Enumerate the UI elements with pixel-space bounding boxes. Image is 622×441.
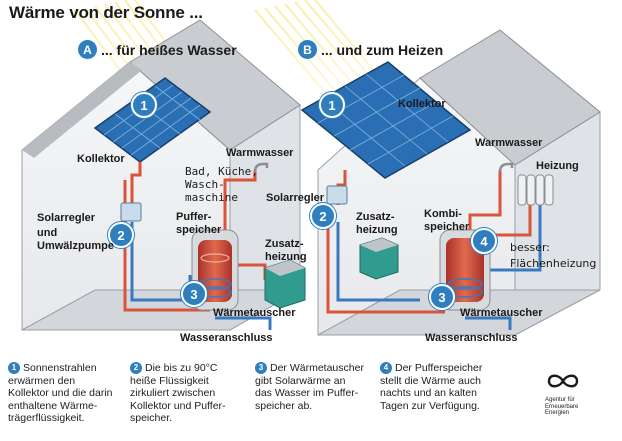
label-kombi1-b: Kombi- [424, 208, 462, 220]
logo-text-line: Erneuerbare [545, 403, 579, 410]
note-2-line: zirkuliert zwischen [130, 387, 216, 399]
note-4-badge: 4 [380, 362, 392, 375]
label-flaechenheizung-b: Flächenheizung [510, 257, 597, 270]
section-b-badge: B [298, 40, 317, 59]
page-title: Wärme von der Sonne ... [9, 3, 203, 22]
label-warmwasser-b: Warmwasser [475, 137, 543, 149]
note-1-line: trägerflüssigkeit. [8, 412, 85, 424]
label-puffer2-a: speicher [176, 224, 222, 236]
label-kollektor-b: Kollektor [398, 98, 446, 110]
note-1-badge: 1 [8, 362, 20, 375]
note-2-line: Kollektor und Puffer- [130, 399, 226, 412]
note-1-line: Sonnenstrahlen [23, 362, 97, 374]
logo-text-line: Energien [545, 410, 570, 416]
logo-text-line: Agentur für [545, 397, 575, 403]
faucet-a-icon [253, 162, 269, 173]
note-2-line: Die bis zu 90°C [145, 362, 218, 374]
section-b-heading: B ... und zum Heizen [298, 40, 443, 59]
section-b-label: ... und zum Heizen [321, 41, 444, 58]
section-a-heading: A ... für heißes Wasser [78, 40, 237, 59]
label-waermetauscher-a: Wärmetauscher [213, 307, 296, 319]
label-maschine-a: maschine [185, 191, 238, 204]
solar-controller-a [120, 202, 142, 222]
label-kollektor-a: Kollektor [77, 153, 125, 165]
label-wasch-a: Wasch- [185, 178, 225, 191]
note-4-line: nachts und an kalten [380, 387, 477, 399]
section-a-label: ... für heißes Wasser [101, 41, 237, 58]
label-puffer1-a: Puffer- [176, 211, 212, 223]
solar-controller-b [326, 185, 348, 205]
label-zusatz1-a: Zusatz- [265, 238, 304, 250]
label-heizung-b: Heizung [536, 160, 579, 172]
note-1-line: erwärmen den [8, 374, 76, 387]
note-3-line: das Wasser im Puffer- [255, 387, 359, 399]
radiator-icon [517, 174, 554, 206]
note-2-badge: 2 [130, 362, 142, 375]
label-bad-a: Bad, Küche, [185, 165, 258, 178]
marker-2-b: 2 [310, 203, 336, 229]
label-zusatz2-a: heizung [265, 251, 307, 263]
note-1-line: enthaltene Wärme- [8, 399, 98, 412]
marker-1-b: 1 [319, 92, 345, 118]
note-1-line: Kollektor und die darin [8, 387, 113, 399]
agency-logo: Agentur für Erneuerbare Energien [545, 372, 605, 417]
label-solarregler-a: Solarregler [37, 212, 96, 224]
note-3-line: Der Wärmetauscher [270, 362, 364, 374]
aux-heater-a [264, 259, 306, 309]
infinity-logo-icon [547, 374, 579, 388]
note-3-line: gibt Solarwärme an [255, 374, 346, 387]
aux-heater-b [359, 237, 399, 280]
label-wasseranschluss-a: Wasseranschluss [180, 332, 273, 344]
label-zusatz2-b: heizung [356, 224, 398, 236]
label-umwaelzpumpe-a: Umwälzpumpe [37, 240, 115, 252]
marker-3: 3 [181, 281, 207, 307]
marker-4: 4 [471, 228, 497, 254]
faucet-b-icon [498, 162, 514, 173]
house-a [21, 19, 302, 331]
note-2-line: speicher. [130, 412, 173, 424]
section-a-badge: A [78, 40, 97, 59]
label-kombi2-b: speicher [424, 221, 470, 233]
marker-2: 2 [108, 222, 134, 248]
label-waermetauscher-b: Wärmetauscher [460, 307, 543, 319]
label-und-a: und [37, 227, 58, 239]
note-4-line: stellt die Wärme auch [380, 374, 481, 387]
note-2-line: heiße Flüssigkeit [130, 374, 209, 387]
marker-3-b: 3 [429, 284, 455, 310]
label-zusatz1-b: Zusatz- [356, 211, 395, 223]
note-3-line: speicher ab. [255, 399, 313, 412]
label-warmwasser-a: Warmwasser [226, 147, 294, 159]
note-4-line: Der Pufferspeicher [395, 362, 483, 374]
label-solarregler-b: Solarregler [266, 192, 325, 204]
label-besser-b: besser: [510, 241, 551, 254]
marker-1: 1 [131, 92, 157, 118]
note-4-line: Tagen zur Verfügung. [380, 399, 480, 412]
label-wasseranschluss-b: Wasseranschluss [425, 332, 518, 344]
note-3-badge: 3 [255, 362, 267, 375]
